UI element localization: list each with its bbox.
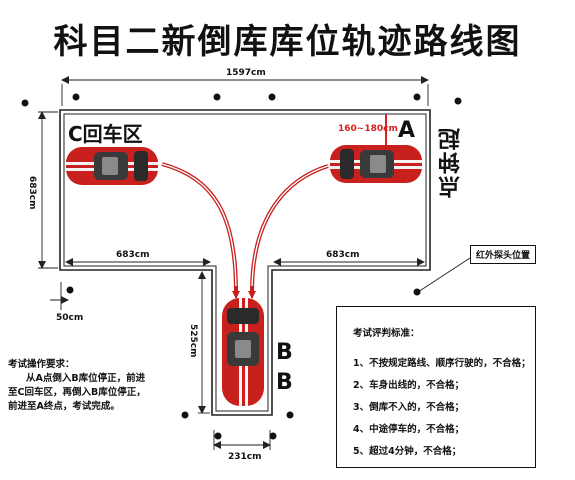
sensor-dot-icon	[214, 432, 222, 440]
red-range-label: 160~180cm	[338, 124, 398, 134]
dim-garage-width: 231cm	[228, 452, 262, 462]
standards-heading: 考试评判标准：	[353, 328, 420, 339]
dim-stub: 50cm	[56, 313, 84, 323]
course-boundary	[59, 109, 431, 416]
standard-item: 4、中途停车的，不合格；	[353, 424, 465, 435]
sensor-dot-icon	[454, 97, 462, 105]
trajectory-b-to-c	[161, 162, 240, 299]
trajectory-a-to-b	[248, 164, 329, 299]
sensor-dot-icon	[72, 93, 80, 101]
sensor-dot-icon	[269, 432, 277, 440]
standards-list: 1、不按规定路线、顺序行驶的，不合格； 2、车身出线的，不合格； 3、倒库不入的…	[353, 355, 535, 457]
point-b-label-1: B	[276, 340, 293, 365]
dim-side-height: 683cm	[27, 176, 37, 210]
sensor-dot-icon	[181, 411, 189, 419]
dim-right-inner: 683cm	[326, 250, 360, 260]
dimension-lines	[38, 76, 471, 450]
dim-top-width: 1597cm	[226, 68, 266, 78]
sensor-dot-icon	[413, 93, 421, 101]
car-icon	[330, 145, 422, 183]
sensor-dot-icon	[213, 93, 221, 101]
sensor-pointer-line	[417, 257, 471, 293]
sensor-dots	[21, 93, 462, 440]
zone-c-label: C回车区	[68, 122, 143, 146]
sensor-dot-icon	[21, 99, 29, 107]
standard-item: 1、不按规定路线、顺序行驶的，不合格；	[353, 358, 531, 369]
exam-standards: 考试评判标准： 1、不按规定路线、顺序行驶的，不合格； 2、车身出线的，不合格；…	[336, 306, 536, 468]
car-icon	[222, 298, 264, 406]
point-b-label-2: B	[276, 370, 293, 395]
standard-item: 2、车身出线的，不合格；	[353, 380, 465, 391]
exam-requirements: 考试操作要求： 从A点倒入B库位停正，前进至C回车区，再倒入B库位停正，前进至A…	[8, 358, 148, 414]
page-title: 科目二新倒库库位轨迹路线图	[53, 22, 522, 62]
standard-item: 5、超过4分钟，不合格；	[353, 446, 462, 457]
dim-garage-depth: 525cm	[188, 324, 198, 358]
sensor-dot-icon	[268, 93, 276, 101]
sensor-dot-icon	[66, 286, 74, 294]
start-point-label: 点钟起	[439, 126, 464, 198]
sensor-dot-icon	[286, 411, 294, 419]
requirements-body: 从A点倒入B库位停正，前进至C回车区，再倒入B库位停正，前进至A终点，考试完成。	[8, 373, 146, 412]
dim-left-inner: 683cm	[116, 250, 150, 260]
sensor-dot-icon	[413, 288, 421, 296]
point-a-label: A	[398, 118, 416, 143]
requirements-heading: 考试操作要求：	[8, 359, 75, 370]
standard-item: 3、倒库不入的，不合格；	[353, 402, 465, 413]
car-icon	[66, 147, 158, 185]
sensor-position-label: 红外探头位置	[470, 245, 537, 264]
